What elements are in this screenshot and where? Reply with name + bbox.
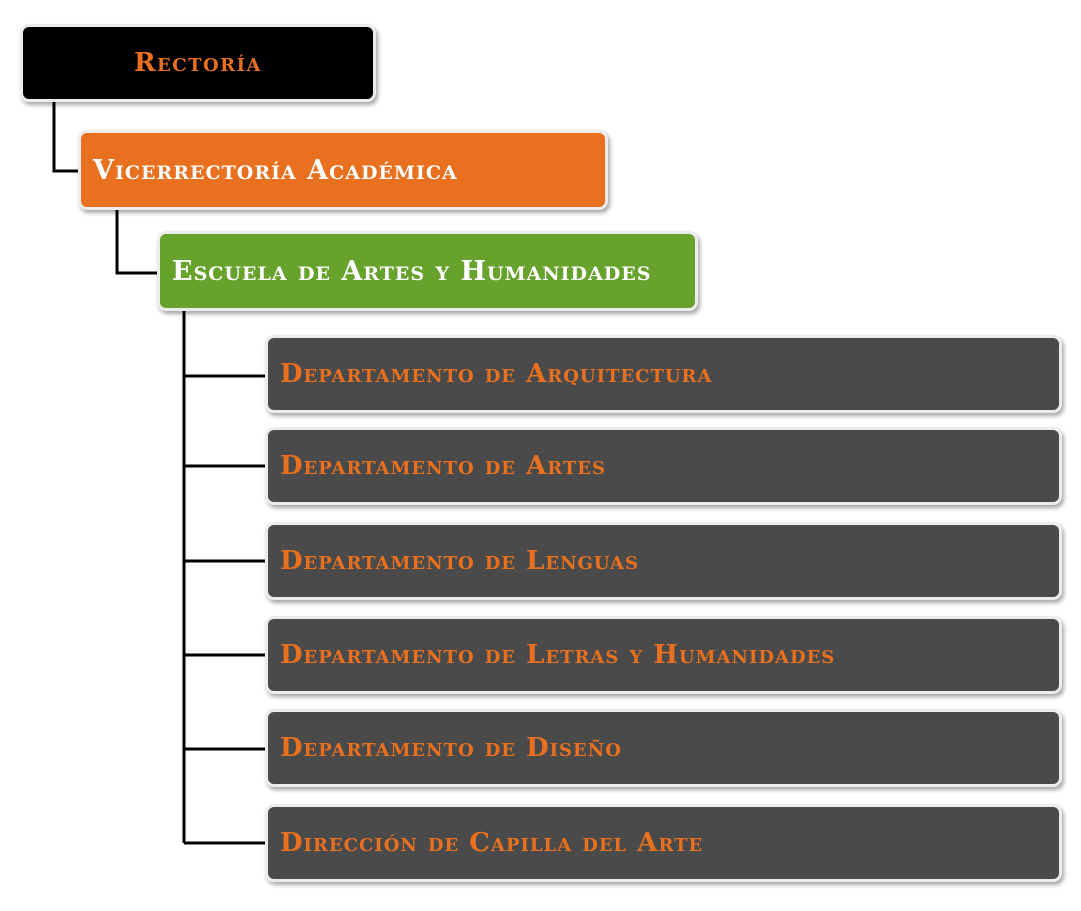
node-department-label: Departamento de Arquitectura <box>280 359 713 389</box>
node-department: Departamento de Letras y Humanidades <box>265 616 1062 694</box>
node-department-label: Dirección de Capilla del Arte <box>280 828 704 858</box>
node-rectoria-label: Rectoría <box>133 48 263 78</box>
node-department: Dirección de Capilla del Arte <box>265 804 1062 882</box>
node-department: Departamento de Artes <box>265 427 1062 505</box>
node-department: Departamento de Diseño <box>265 709 1062 787</box>
node-vicerrectoria-label: Vicerrectoría Académica <box>93 154 458 186</box>
node-department-label: Departamento de Lenguas <box>280 546 640 576</box>
node-department-label: Departamento de Letras y Humanidades <box>280 640 836 670</box>
node-department-label: Departamento de Diseño <box>280 733 622 763</box>
node-rectoria: Rectoría <box>20 24 376 102</box>
node-department-label: Departamento de Artes <box>280 451 607 481</box>
node-vicerrectoria: Vicerrectoría Académica <box>78 130 608 210</box>
connector-rectoria-vicerrectoria <box>52 102 78 173</box>
node-escuela: Escuela de Artes y Humanidades <box>157 231 698 311</box>
node-department: Departamento de Lenguas <box>265 522 1062 600</box>
node-escuela-label: Escuela de Artes y Humanidades <box>172 255 652 287</box>
node-department: Departamento de Arquitectura <box>265 335 1062 413</box>
connector-vicerrectoria-escuela <box>115 210 157 275</box>
